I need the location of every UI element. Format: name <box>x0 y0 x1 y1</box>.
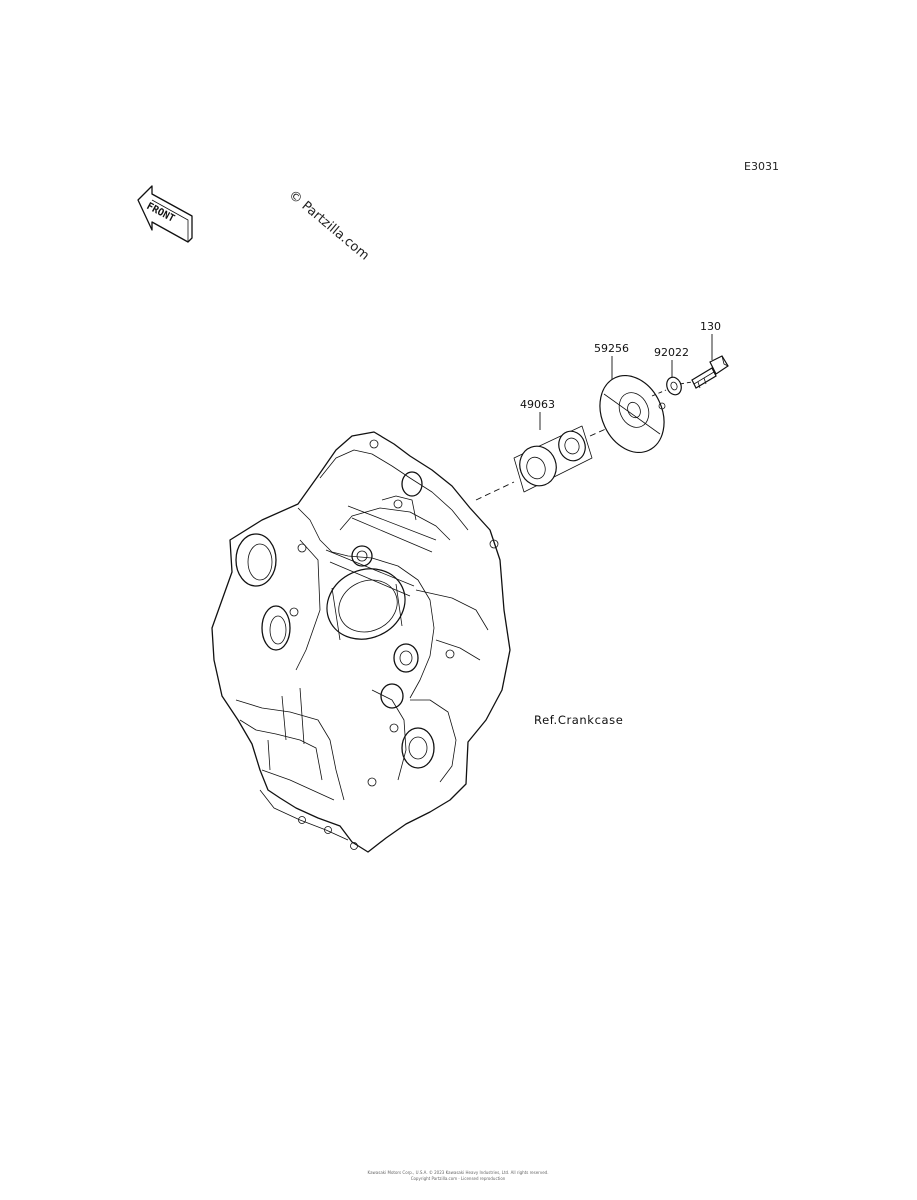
oil-seal-49063-parts <box>513 425 593 493</box>
reference-label: Ref.Crankcase <box>534 713 623 727</box>
part-label-59256[interactable]: 59256 <box>594 342 629 355</box>
part-label-49063[interactable]: 49063 <box>520 398 555 411</box>
part-label-92022[interactable]: 92022 <box>654 346 689 359</box>
front-arrow-icon: FRONT <box>137 185 193 243</box>
crankcase-illustration <box>211 431 511 853</box>
footer-line-2: Copyright Partzilla.com · Licensed repro… <box>411 1176 506 1181</box>
part-label-130[interactable]: 130 <box>700 320 721 333</box>
watermark: © Partzilla.com <box>285 188 371 264</box>
plate-59256 <box>599 374 666 454</box>
washer-92022 <box>666 376 682 396</box>
footer-line-1: Kawasaki Motors Corp., U.S.A. © 2023 Kaw… <box>368 1170 549 1175</box>
bolt-130 <box>691 355 729 389</box>
diagram-id: E3031 <box>744 160 779 173</box>
